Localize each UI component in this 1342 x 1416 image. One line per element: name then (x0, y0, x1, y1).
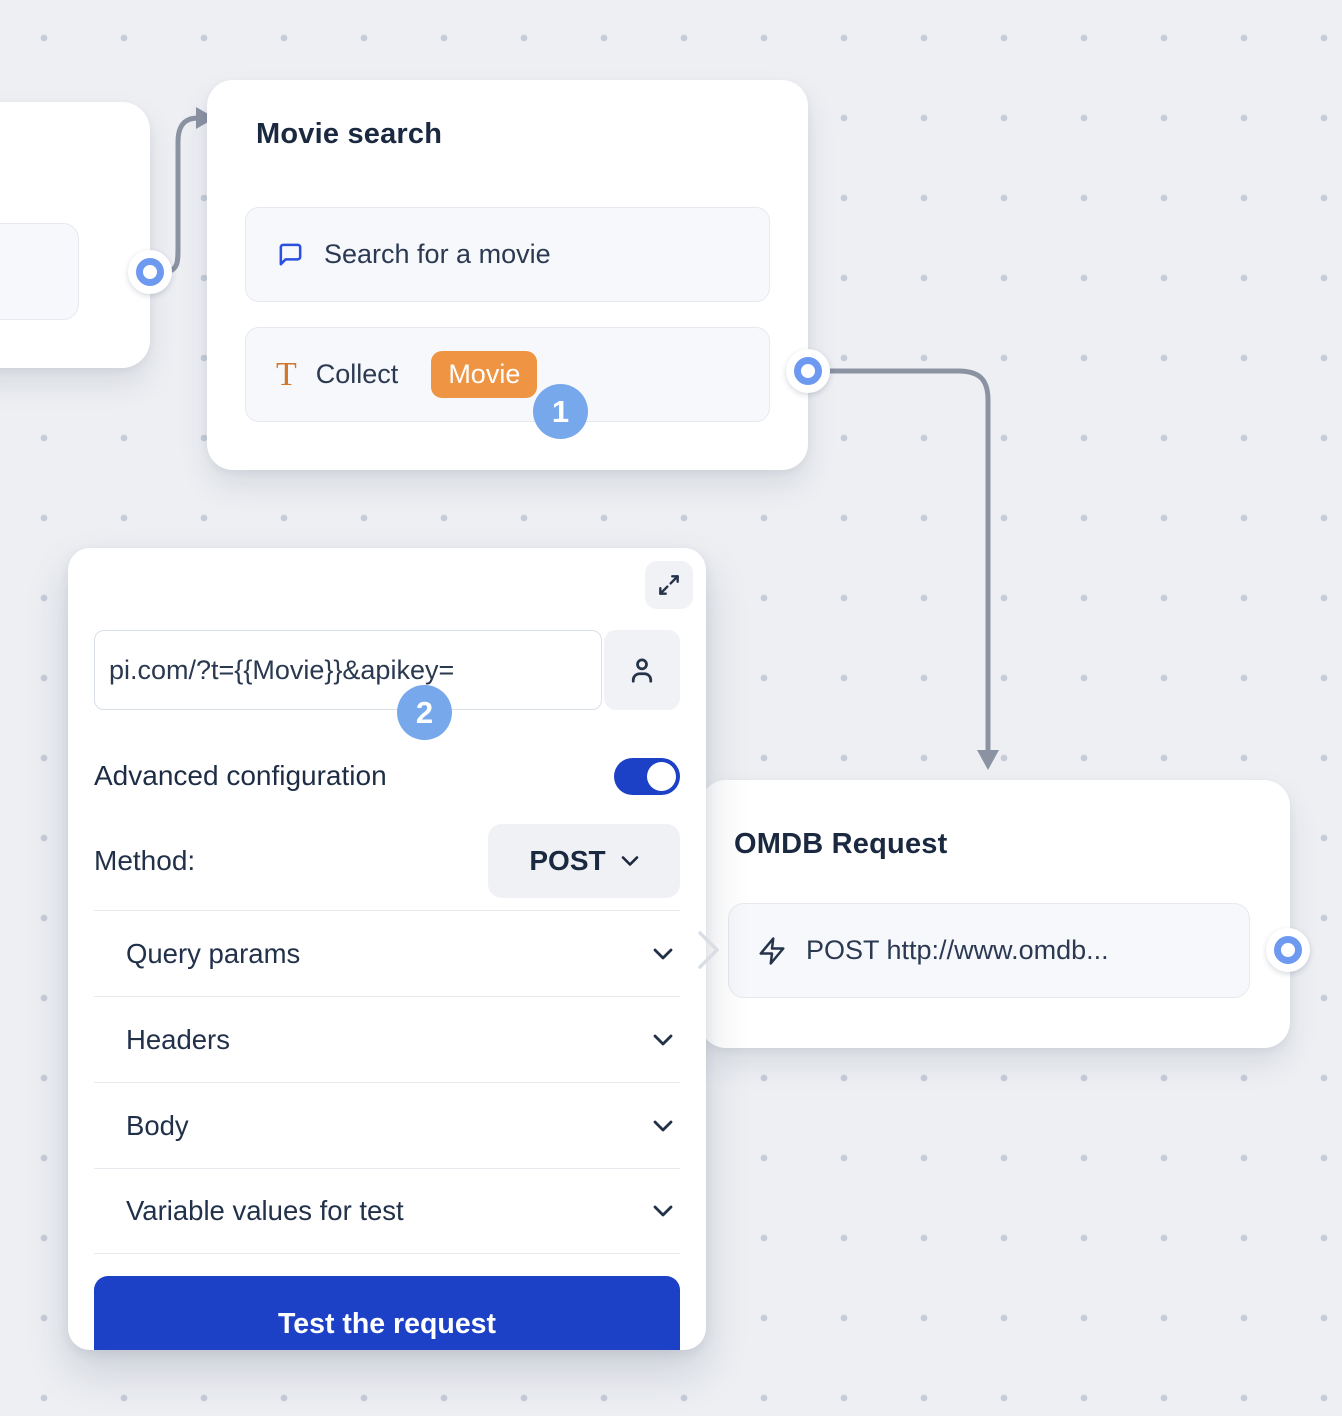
chevron-down-icon (621, 855, 639, 867)
step-badge-1: 1 (533, 384, 588, 439)
node-row-partial[interactable] (0, 223, 79, 320)
section-query-params[interactable]: Query params (94, 910, 680, 996)
step-badge-2: 2 (397, 685, 452, 740)
node-row-webhook[interactable]: POST http://www.omdb... (728, 903, 1250, 998)
chat-bubble-icon (276, 240, 305, 269)
section-body[interactable]: Body (94, 1082, 680, 1168)
node-title: OMDB Request (734, 828, 948, 860)
output-port-omdb[interactable] (1266, 928, 1310, 972)
node-row-label: POST http://www.omdb... (806, 935, 1109, 965)
node-card-movie-search[interactable]: Movie search Search for a movie T Collec… (207, 80, 808, 470)
node-title: Movie search (256, 118, 443, 150)
chevron-down-icon (652, 1204, 674, 1218)
method-row: Method: POST (94, 824, 680, 898)
port-ring (136, 258, 164, 286)
lightning-icon (757, 936, 787, 966)
test-request-button[interactable]: Test the request (94, 1276, 680, 1350)
chevron-down-icon (652, 1033, 674, 1047)
node-row-collect-variable[interactable]: T Collect Movie (245, 327, 770, 422)
output-port-movie-search[interactable] (786, 349, 830, 393)
text-collect-icon: T (276, 355, 297, 393)
chevron-down-icon (652, 947, 674, 961)
connector-notch-icon (698, 931, 719, 969)
advanced-configuration-row: Advanced configuration (94, 747, 680, 805)
advanced-configuration-toggle[interactable] (614, 757, 680, 795)
node-row-label: Collect (315, 359, 399, 389)
node-card-omdb-request[interactable]: OMDB Request POST http://www.omdb... (700, 780, 1290, 1048)
toggle-knob (647, 761, 676, 791)
output-port[interactable] (128, 250, 172, 294)
method-value: POST (529, 845, 606, 876)
section-headers[interactable]: Headers (94, 996, 680, 1082)
collapsible-sections: Query params Headers Body Variable value… (94, 910, 680, 1254)
method-dropdown[interactable]: POST (488, 824, 680, 898)
section-label: Body (126, 1109, 189, 1141)
section-variable-values[interactable]: Variable values for test (94, 1168, 680, 1254)
arrowhead-down (977, 750, 999, 770)
expand-button[interactable] (645, 561, 693, 609)
variable-badge[interactable]: Movie (431, 351, 538, 398)
node-card-partial[interactable] (0, 102, 150, 368)
port-ring (794, 357, 822, 385)
port-ring (1274, 936, 1302, 964)
section-label: Variable values for test (126, 1195, 404, 1226)
webhook-config-panel[interactable]: 2 Advanced configuration Method: POST Qu… (68, 548, 706, 1350)
expand-icon (656, 572, 682, 598)
method-label: Method: (94, 845, 196, 876)
advanced-configuration-label: Advanced configuration (94, 760, 387, 791)
url-input[interactable] (94, 630, 602, 710)
section-label: Query params (126, 937, 301, 969)
person-icon (627, 655, 657, 685)
person-button[interactable] (604, 630, 680, 710)
section-label: Headers (126, 1023, 230, 1055)
chevron-down-icon (652, 1119, 674, 1133)
node-row-label: Search for a movie (324, 239, 551, 269)
node-row-search-message[interactable]: Search for a movie (245, 207, 770, 302)
